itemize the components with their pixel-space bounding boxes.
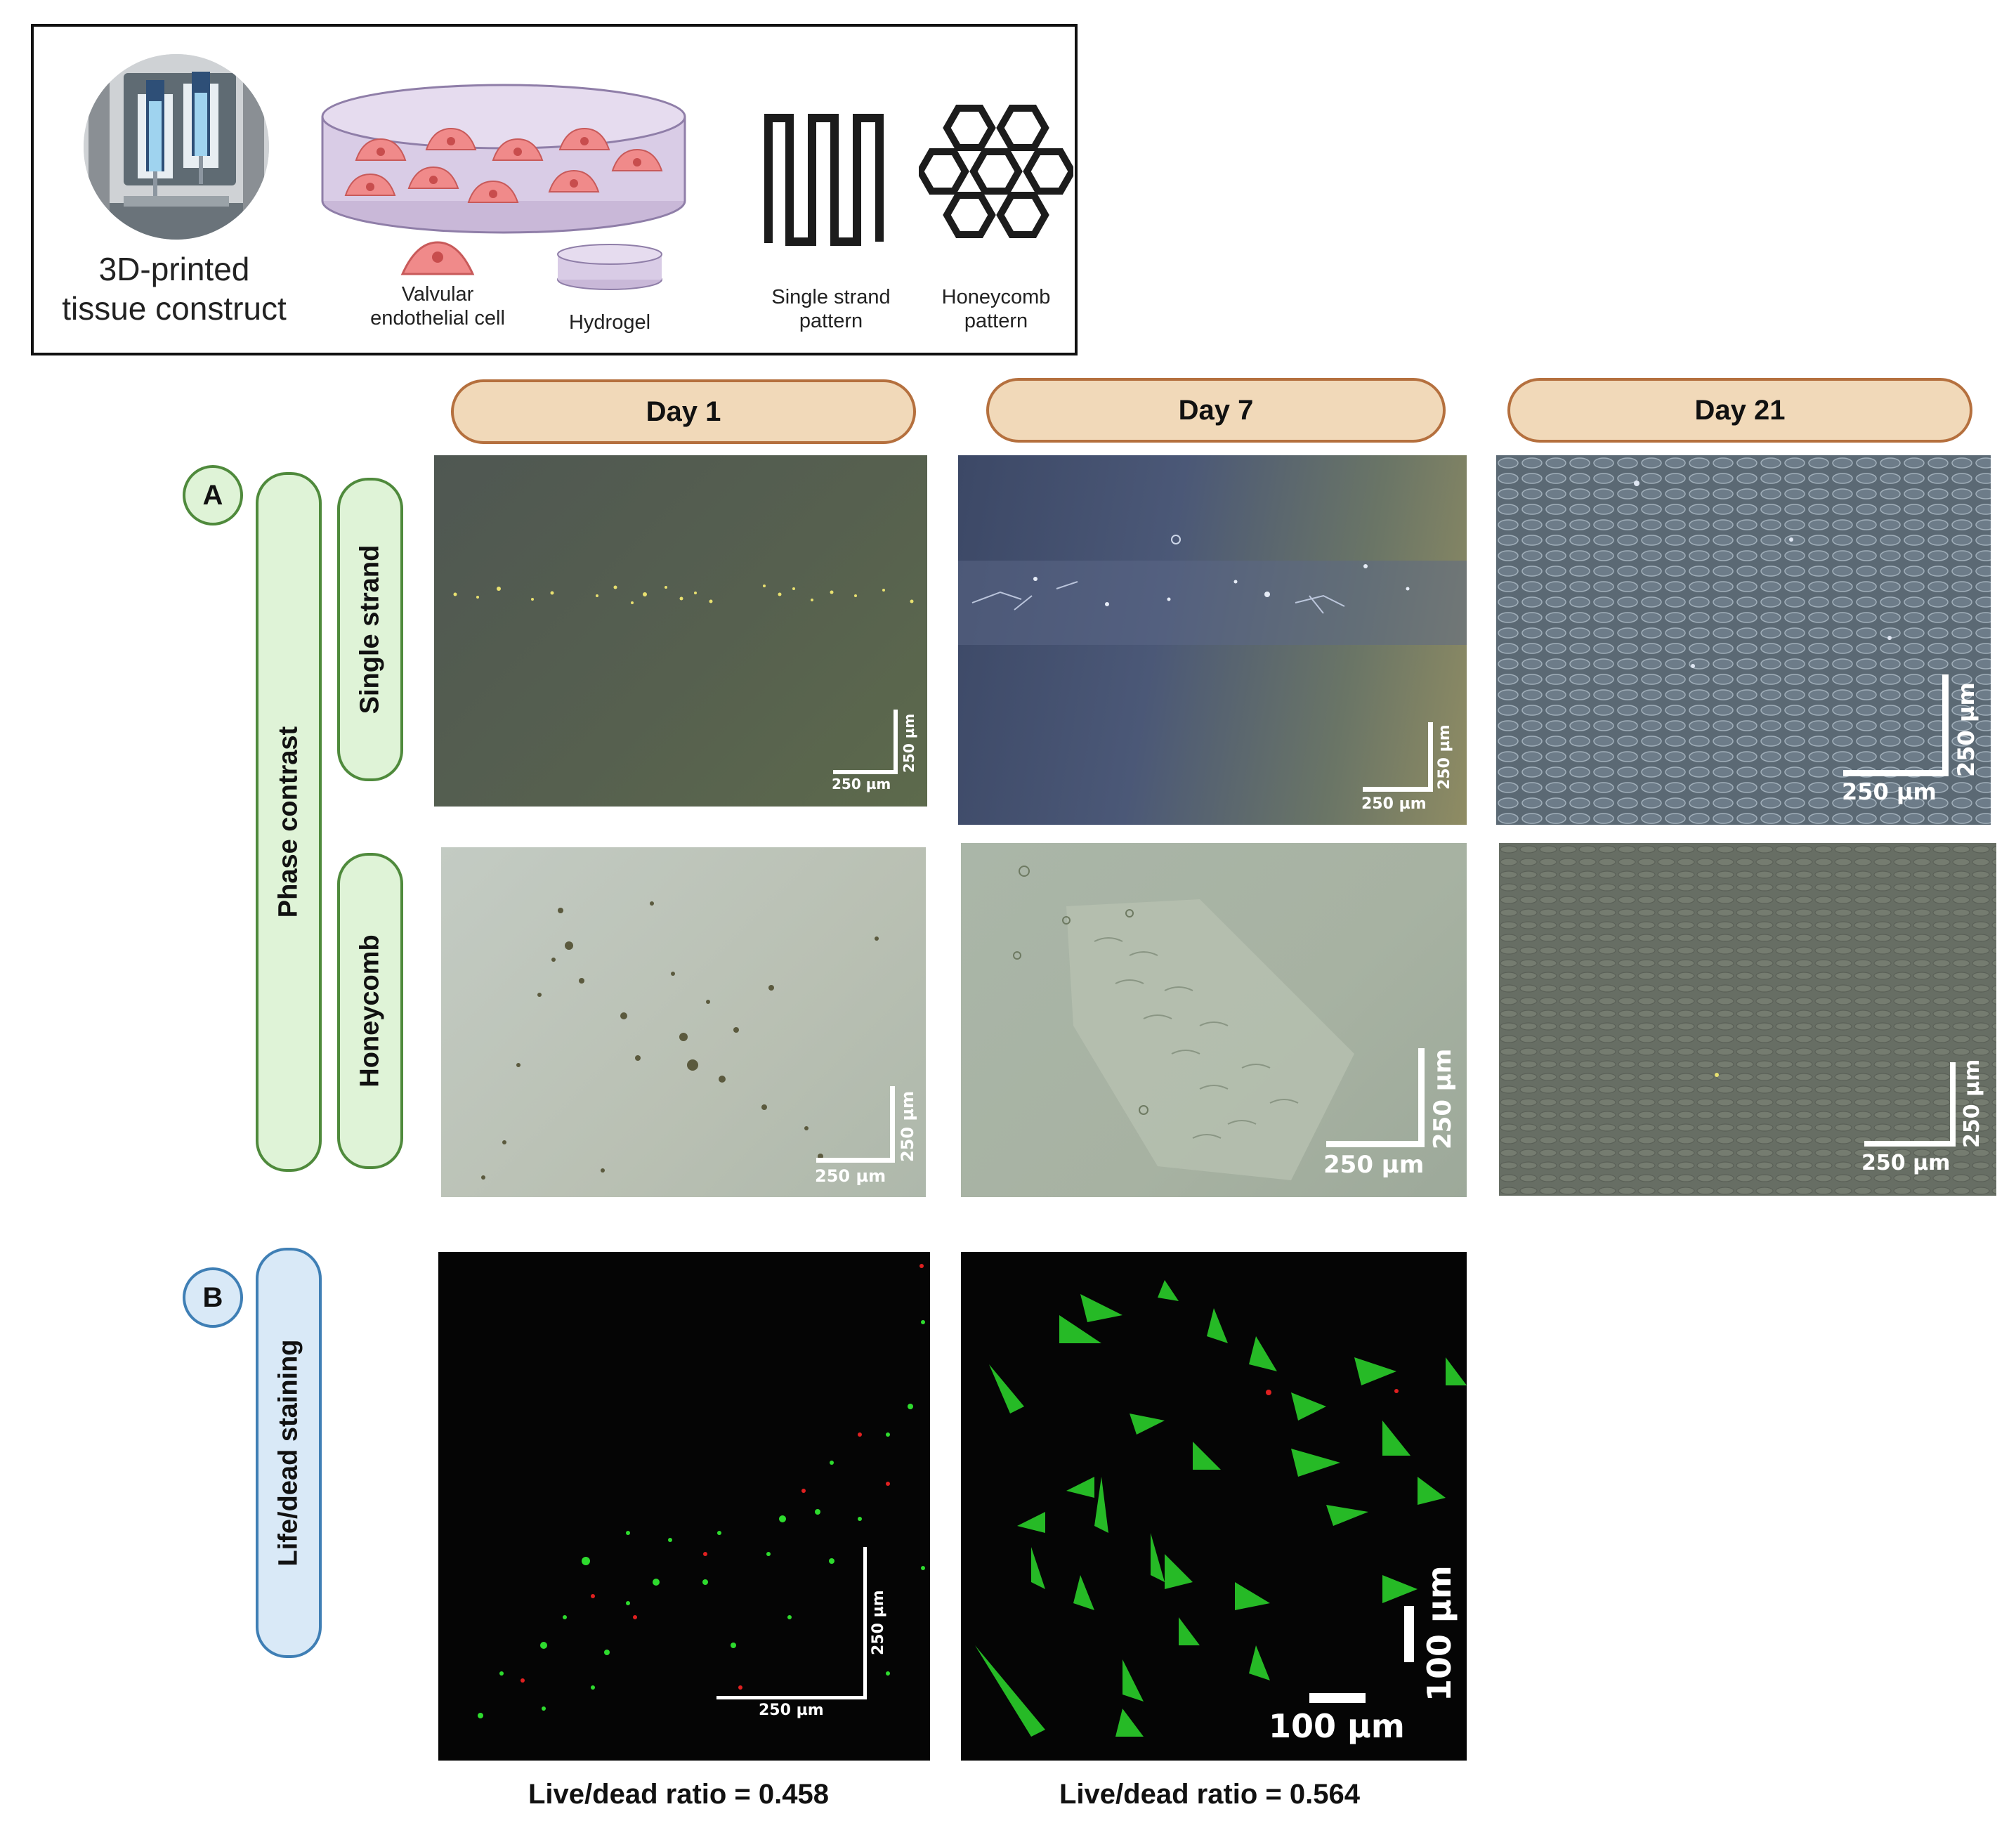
micrograph-single-strand-day1: 250 µm 250 µm (434, 455, 927, 807)
printer-caption-line2: tissue construct (62, 290, 287, 327)
scale-bar-vertical (1404, 1606, 1414, 1662)
scale-bar-vertical (1942, 674, 1949, 776)
live-dead-staining-pill: Life/dead staining (256, 1248, 322, 1658)
live-dead-ratio-day7: Live/dead ratio = 0.564 (1059, 1779, 1360, 1810)
phase-contrast-pill: Phase contrast (256, 472, 322, 1172)
scale-bar-label-vertical: 250 µm (1960, 1059, 1984, 1148)
scale-bar-horizontal (1309, 1693, 1366, 1703)
live-dead-image-day1: 250 µm 250 µm (438, 1252, 930, 1761)
micrograph-single-strand-day21: 250 µm 250 µm (1496, 455, 1991, 825)
scale-bar-label: 250 µm (815, 1166, 886, 1186)
single-strand-caption-line2: pattern (799, 310, 863, 332)
scale-bar-label: 250 µm (1861, 1151, 1951, 1175)
scale-bar-vertical (863, 1547, 867, 1699)
micrograph-honeycomb-day7: 250 µm 250 µm (961, 843, 1467, 1197)
scale-bar-label: 250 µm (832, 776, 891, 792)
phase-contrast-label: Phase contrast (273, 726, 303, 918)
cell-caption-line2: endothelial cell (370, 307, 505, 329)
valvular-cell-icon (400, 241, 475, 275)
scale-bar-vertical (1418, 1048, 1425, 1147)
hydrogel-caption: Hydrogel (568, 311, 651, 334)
scale-bar-horizontal (1843, 770, 1949, 776)
scale-bar-horizontal (1326, 1141, 1425, 1147)
scale-bar-label-vertical: 250 µm (898, 1090, 917, 1162)
day-1-header: Day 1 (451, 379, 916, 444)
scale-bar-vertical (894, 710, 898, 774)
single-strand-pattern-icon (764, 114, 884, 246)
scale-bar-horizontal (833, 770, 898, 774)
honeycomb-caption-line2: pattern (964, 310, 1028, 332)
scale-bar-vertical (1428, 722, 1433, 792)
live-dead-image-day7: 100 µm 100 µm (961, 1252, 1467, 1761)
legend-box: 3D-printed tissue construct Valvular (31, 24, 1078, 355)
honeycomb-row-label: Honeycomb (355, 934, 385, 1088)
scale-bar-label: 250 µm (1842, 778, 1937, 805)
cell-caption-line1: Valvular (401, 283, 474, 306)
scale-bar-label: 250 µm (759, 1702, 824, 1719)
scale-bar-label-vertical: 100 µm (1420, 1565, 1458, 1702)
scale-bar-label-vertical: 250 µm (1436, 724, 1453, 790)
scale-bar-horizontal (716, 1696, 867, 1699)
single-strand-row-label: Single strand (355, 544, 385, 714)
scale-bar-vertical (890, 1086, 895, 1163)
scale-bar-horizontal (1864, 1141, 1956, 1147)
micrograph-single-strand-day7: 250 µm 250 µm (958, 455, 1467, 825)
scale-bar-label-vertical: 250 µm (1953, 682, 1979, 777)
micrograph-honeycomb-day1: 250 µm 250 µm (441, 847, 926, 1197)
scale-bar-horizontal (1363, 787, 1433, 792)
printer-caption-line1: 3D-printed (98, 251, 250, 287)
scale-bar-label-vertical: 250 µm (901, 713, 917, 773)
scale-bar-label: 250 µm (1323, 1151, 1425, 1179)
panel-a-label: A (183, 465, 243, 525)
scale-bar-label-vertical: 250 µm (1429, 1048, 1457, 1149)
honeycomb-row-pill: Honeycomb (337, 853, 403, 1169)
single-strand-row-pill: Single strand (337, 478, 403, 781)
micrograph-honeycomb-day21: 250 µm 250 µm (1499, 843, 1996, 1196)
scale-bar-vertical (1950, 1062, 1956, 1147)
panel-b-label: B (183, 1267, 243, 1328)
day-21-header: Day 21 (1507, 378, 1972, 443)
live-dead-staining-label: Life/dead staining (273, 1339, 303, 1567)
scale-bar-label-vertical: 250 µm (870, 1590, 887, 1655)
hydrogel-icon (557, 244, 662, 290)
day-7-header: Day 7 (986, 378, 1446, 443)
live-dead-ratio-day1: Live/dead ratio = 0.458 (528, 1779, 829, 1810)
scale-bar-horizontal (816, 1158, 895, 1163)
scale-bar-label: 250 µm (1361, 795, 1427, 813)
honeycomb-caption-line1: Honeycomb (941, 286, 1051, 308)
scale-bar-label: 100 µm (1269, 1707, 1405, 1745)
single-strand-caption-line1: Single strand (771, 286, 891, 308)
honeycomb-pattern-icon (919, 105, 1073, 238)
bioprinter-icon (84, 54, 269, 240)
hydrogel-dish-icon (321, 84, 686, 234)
